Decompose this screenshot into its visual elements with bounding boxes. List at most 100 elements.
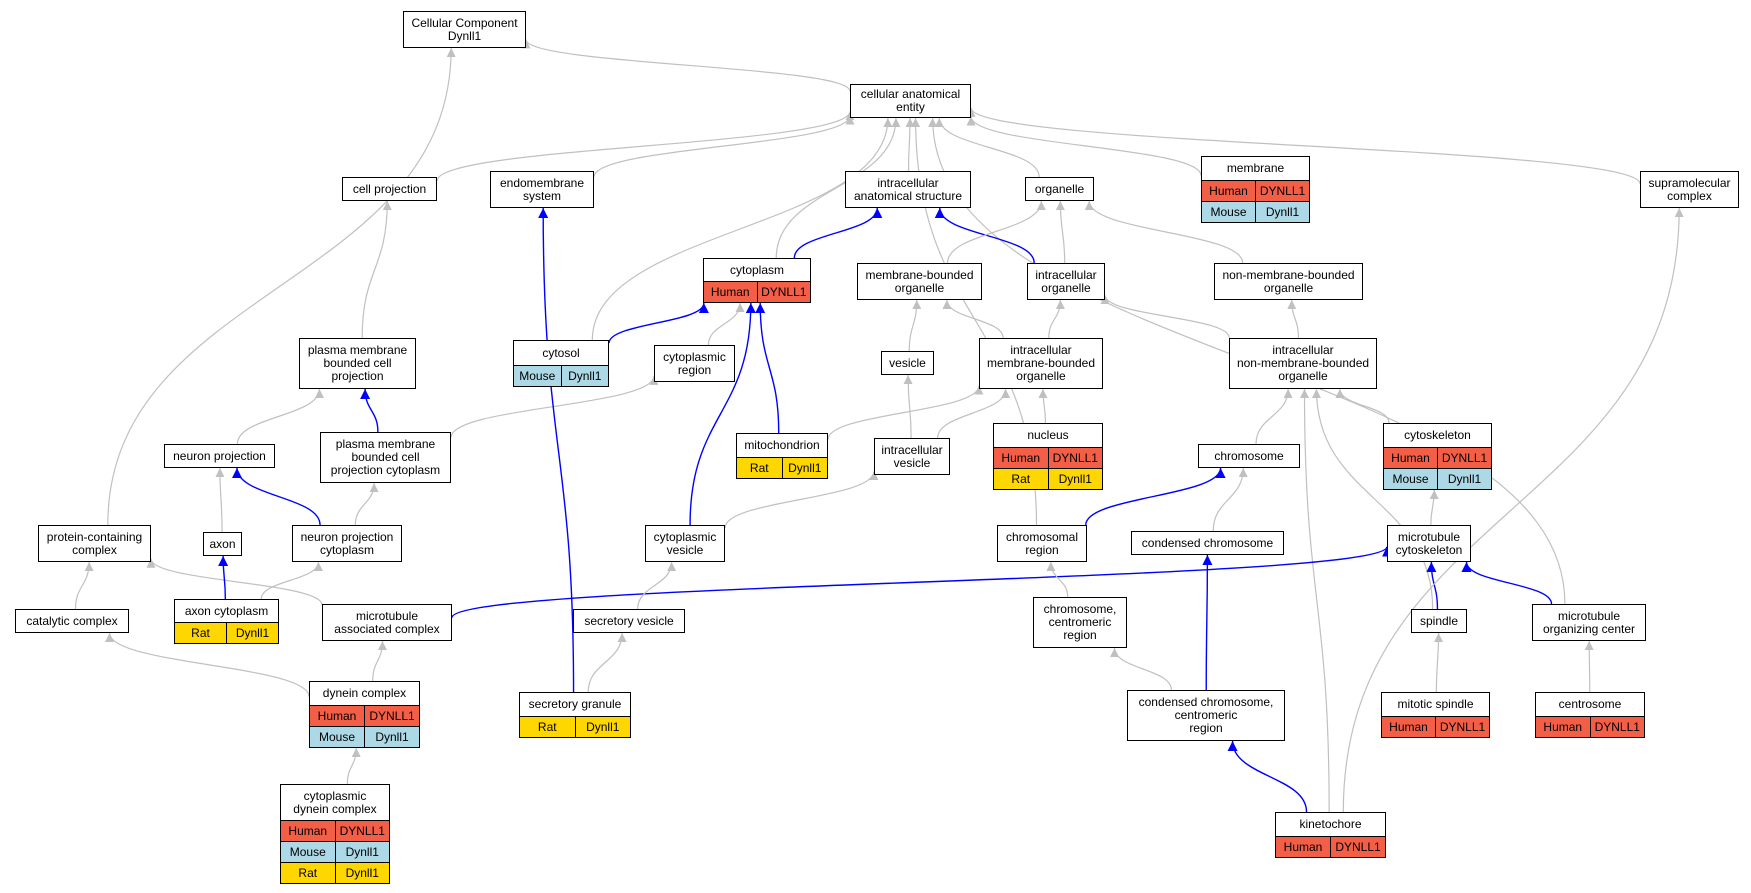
go-term-axon[interactable]: axon (203, 532, 242, 556)
edge-is-a-iv-to-vesicle (903, 374, 913, 439)
edge-is-a-ccc-to-ccr (1110, 647, 1173, 691)
edge-is-a-axon_cyto-to-npc (260, 561, 323, 600)
go-term-vesicle[interactable]: vesicle (881, 351, 934, 375)
edge-is-a-dynein-to-mac (372, 640, 387, 682)
term-label: centrosome (1558, 697, 1622, 711)
go-term-secretory-vesicle[interactable]: secretory vesicle (573, 609, 685, 633)
edge-is-a-vesicle-to-mbo (908, 299, 922, 352)
species-name: Human (1389, 720, 1428, 734)
gene-symbol: Dynll1 (334, 842, 390, 862)
term-label: catalytic complex (26, 613, 118, 628)
edge-is-a-cytosol-to-cae (591, 117, 893, 341)
species-name: Human (1543, 720, 1583, 734)
go-term-pcc[interactable]: protein-containing complex (38, 525, 151, 562)
edge-is-a-inmbo-to-nmbo (1287, 299, 1300, 339)
edge-is-a-kinetochore-to-supramolecular (1342, 207, 1684, 813)
go-term-spindle[interactable]: spindle (1411, 609, 1467, 633)
edge-part-of-npc-to-neuron_proj (232, 467, 321, 526)
go-term-neuron-proj[interactable]: neuron projection (164, 444, 275, 468)
go-term-iv[interactable]: intracellular vesicle (874, 438, 950, 475)
go-term-mbo[interactable]: membrane-bounded organelle (857, 263, 982, 300)
term-label: neuron projection cytoplasm (300, 529, 394, 557)
go-term-pmbcp[interactable]: plasma membrane bounded cell projection (299, 338, 416, 389)
term-label: supramolecular complex (1648, 175, 1731, 203)
edge-is-a-cell_projection-to-cae (436, 111, 855, 182)
term-label: neuron projection (173, 448, 266, 463)
go-term-ccc[interactable]: condensed chromosome, centromeric region (1127, 690, 1285, 741)
edge-is-a-chromosome-to-inmbo (1255, 388, 1293, 445)
term-label: kinetochore (1299, 817, 1362, 831)
go-term-ccr[interactable]: chromosome, centromeric region (1033, 597, 1127, 648)
edge-is-a-nucleus-to-imbo (1038, 388, 1048, 424)
go-term-mtoc[interactable]: microtubule organizing center (1532, 604, 1646, 641)
edge-is-a-mt_cytoskeleton-to-cytoskeleton (1429, 489, 1439, 526)
term-label: cell projection (352, 181, 427, 196)
edge-is-a-endomembrane-to-cae (593, 115, 855, 178)
go-term-nmbo[interactable]: non-membrane-bounded organelle (1214, 263, 1363, 300)
go-term-cell-projection[interactable]: cell projection (342, 177, 437, 201)
go-term-mac[interactable]: microtubule associated complex (322, 604, 452, 641)
go-term-root[interactable]: Cellular Component Dynll1 (403, 11, 526, 48)
go-term-cae[interactable]: cellular anatomical entity (850, 84, 971, 118)
go-term-supramolecular[interactable]: supramolecular complex (1640, 171, 1739, 208)
go-term-npc[interactable]: neuron projection cytoplasm (292, 525, 402, 562)
gene-symbol: DYNLL1 (364, 706, 419, 726)
go-term-ias[interactable]: intracellular anatomical structure (845, 171, 971, 208)
edge-part-of-cyto_vesicle-to-cytoplasm (689, 302, 756, 526)
species-row-mouse: Mouse Dynll1 (1384, 468, 1491, 489)
edge-is-a-imbo-to-io (1048, 299, 1065, 339)
term-label: microtubule associated complex (334, 608, 440, 636)
go-term-endomembrane[interactable]: endomembrane system (490, 171, 594, 208)
edge-is-a-kinetochore-to-inmbo (1299, 388, 1330, 813)
go-term-cond-chrom[interactable]: condensed chromosome (1131, 531, 1284, 555)
term-label: membrane-bounded organelle (865, 267, 974, 295)
go-term-cyto-region[interactable]: cytoplasmic region (654, 345, 735, 382)
term-label: intracellular membrane-bounded organelle (986, 343, 1096, 383)
go-term-organelle[interactable]: organelle (1025, 177, 1094, 201)
go-term-inmbo[interactable]: intracellular non-membrane-bounded organ… (1229, 338, 1377, 389)
go-term-imbo[interactable]: intracellular membrane-bounded organelle (979, 338, 1103, 389)
edge-is-a-cae-to-root (521, 39, 851, 92)
gene-symbol: Dynll1 (1437, 469, 1491, 489)
go-term-io[interactable]: intracellular organelle (1027, 263, 1105, 300)
species-name: Mouse (1392, 472, 1429, 486)
gene-symbol: Dynll1 (560, 366, 609, 386)
go-term-chromosome[interactable]: chromosome (1198, 444, 1300, 468)
go-term-catalytic[interactable]: catalytic complex (15, 609, 129, 633)
gene-symbol: Dynll1 (1047, 469, 1103, 489)
gene-symbol: DYNLL1 (1047, 448, 1103, 468)
edge-is-a-secretory_granule-to-secretory_vesicle (587, 632, 627, 693)
go-term-chrom-region[interactable]: chromosomal region (997, 525, 1087, 562)
gene-symbol: Dynll1 (334, 863, 390, 883)
edge-is-a-cytoskeleton-to-inmbo (1335, 388, 1390, 424)
edge-part-of-pmbcpc-to-pmbcp (360, 388, 379, 433)
term-label: spindle (1419, 613, 1459, 628)
species-name: Human (710, 285, 750, 299)
go-term-cyto-vesicle[interactable]: cytoplasmic vesicle (645, 525, 725, 562)
edge-is-a-spindle-to-inmbo (1311, 388, 1434, 610)
edge-is-a-catalytic-to-pcc (74, 561, 94, 610)
go-term-mt-cytoskeleton[interactable]: microtubule cytoskeleton (1387, 525, 1471, 562)
edge-part-of-cytosol-to-cytoplasm (608, 302, 709, 344)
go-term-pmbcpc[interactable]: plasma membrane bounded cell projection … (320, 432, 451, 483)
term-label: intracellular vesicle (881, 442, 943, 470)
edge-part-of-spindle-to-mt_cytoskeleton (1426, 561, 1439, 610)
term-label: cytoplasmic dynein complex (293, 788, 377, 816)
